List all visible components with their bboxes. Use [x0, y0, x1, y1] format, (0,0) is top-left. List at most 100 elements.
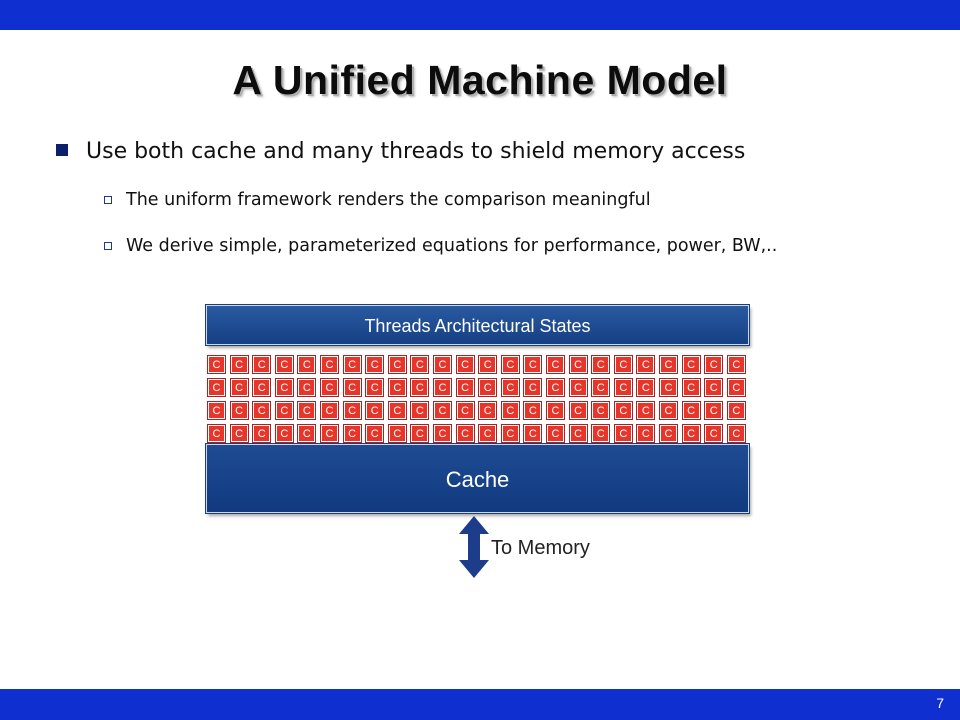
core-cell: C: [705, 402, 723, 419]
core-cell: C: [614, 402, 632, 419]
sub-bullet-2: We derive simple, parameterized equation…: [104, 236, 777, 256]
core-cell: C: [321, 425, 338, 442]
core-cell: C: [388, 402, 406, 419]
core-cell: C: [275, 425, 293, 442]
core-cell: C: [547, 402, 564, 419]
core-cell: C: [524, 379, 542, 396]
threads-architectural-states-box: Threads Architectural States: [206, 305, 749, 345]
core-cell: C: [253, 425, 271, 442]
core-cell: C: [208, 356, 225, 373]
sub-bullet-1-text: The uniform framework renders the compar…: [126, 190, 651, 210]
core-cell: C: [230, 379, 248, 396]
slide-title: A Unified Machine Model: [232, 57, 728, 103]
to-memory-label: To Memory: [491, 537, 590, 559]
core-cell: C: [411, 356, 429, 373]
main-bullet-text: Use both cache and many threads to shiel…: [86, 139, 746, 164]
cache-box: Cache: [206, 444, 749, 513]
core-cell: C: [366, 379, 384, 396]
core-cell: C: [569, 356, 587, 373]
core-cell: C: [479, 402, 497, 419]
core-cell: C: [479, 425, 497, 442]
core-cell: C: [727, 356, 745, 373]
core-cell: C: [321, 356, 338, 373]
core-cell: C: [705, 379, 723, 396]
hollow-square-bullet-icon: [104, 196, 112, 204]
core-cell: C: [479, 379, 497, 396]
core-cell: C: [275, 402, 293, 419]
core-cell: C: [524, 356, 542, 373]
core-cell: C: [682, 379, 700, 396]
top-banner: [0, 0, 960, 30]
core-cell: C: [275, 379, 293, 396]
core-cell: C: [592, 356, 610, 373]
core-cell: C: [298, 379, 316, 396]
core-cell: C: [705, 425, 723, 442]
core-cell: C: [524, 425, 542, 442]
core-cell: C: [727, 402, 745, 419]
core-cell: C: [660, 425, 677, 442]
bottom-banner: 7: [0, 689, 960, 720]
core-cell: C: [660, 402, 677, 419]
core-cell: C: [230, 356, 248, 373]
bullet-square-icon: [56, 144, 68, 156]
core-cell: C: [208, 425, 225, 442]
core-cell: C: [569, 402, 587, 419]
core-cell: C: [366, 356, 384, 373]
core-cell: C: [321, 402, 338, 419]
core-cell: C: [298, 402, 316, 419]
double-arrow-icon: [459, 516, 489, 578]
core-cell: C: [547, 356, 564, 373]
core-cell: C: [682, 356, 700, 373]
core-cell: C: [637, 402, 655, 419]
core-cell: C: [660, 356, 677, 373]
core-cell: C: [434, 379, 451, 396]
core-cell: C: [456, 356, 474, 373]
sub-bullet-1: The uniform framework renders the compar…: [104, 190, 651, 210]
core-cell: C: [501, 425, 519, 442]
core-cell: C: [230, 425, 248, 442]
core-cell: C: [230, 402, 248, 419]
core-cell: C: [614, 379, 632, 396]
core-cell: C: [388, 379, 406, 396]
core-cell: C: [253, 402, 271, 419]
core-cell: C: [524, 402, 542, 419]
core-cell: C: [637, 356, 655, 373]
core-cell: C: [434, 402, 451, 419]
core-cell: C: [388, 425, 406, 442]
core-cell: C: [343, 402, 361, 419]
main-bullet: Use both cache and many threads to shiel…: [56, 139, 745, 164]
core-cell: C: [411, 402, 429, 419]
core-cell: C: [592, 425, 610, 442]
core-cell: C: [411, 425, 429, 442]
core-cell: C: [434, 425, 451, 442]
core-cell: C: [727, 379, 745, 396]
core-cell: C: [660, 379, 677, 396]
core-cell: C: [727, 425, 745, 442]
core-cell: C: [682, 402, 700, 419]
core-cell: C: [501, 379, 519, 396]
core-cell: C: [366, 425, 384, 442]
sub-bullet-2-text: We derive simple, parameterized equation…: [126, 236, 778, 256]
core-cell: C: [569, 425, 587, 442]
core-cell: C: [479, 356, 497, 373]
core-cell: C: [208, 379, 225, 396]
core-cell: C: [501, 402, 519, 419]
core-cell: C: [298, 425, 316, 442]
core-cell: C: [547, 379, 564, 396]
core-cell: C: [456, 402, 474, 419]
core-cell: C: [366, 402, 384, 419]
core-cell: C: [501, 356, 519, 373]
core-cell: C: [682, 425, 700, 442]
core-cell: C: [434, 356, 451, 373]
core-cell: C: [253, 379, 271, 396]
core-cell: C: [411, 379, 429, 396]
core-cell: C: [208, 402, 225, 419]
core-cell: C: [637, 379, 655, 396]
core-cell: C: [592, 402, 610, 419]
core-cell: C: [614, 356, 632, 373]
core-cell: C: [569, 379, 587, 396]
core-cell: C: [592, 379, 610, 396]
core-cell: C: [253, 356, 271, 373]
core-cell: C: [456, 379, 474, 396]
